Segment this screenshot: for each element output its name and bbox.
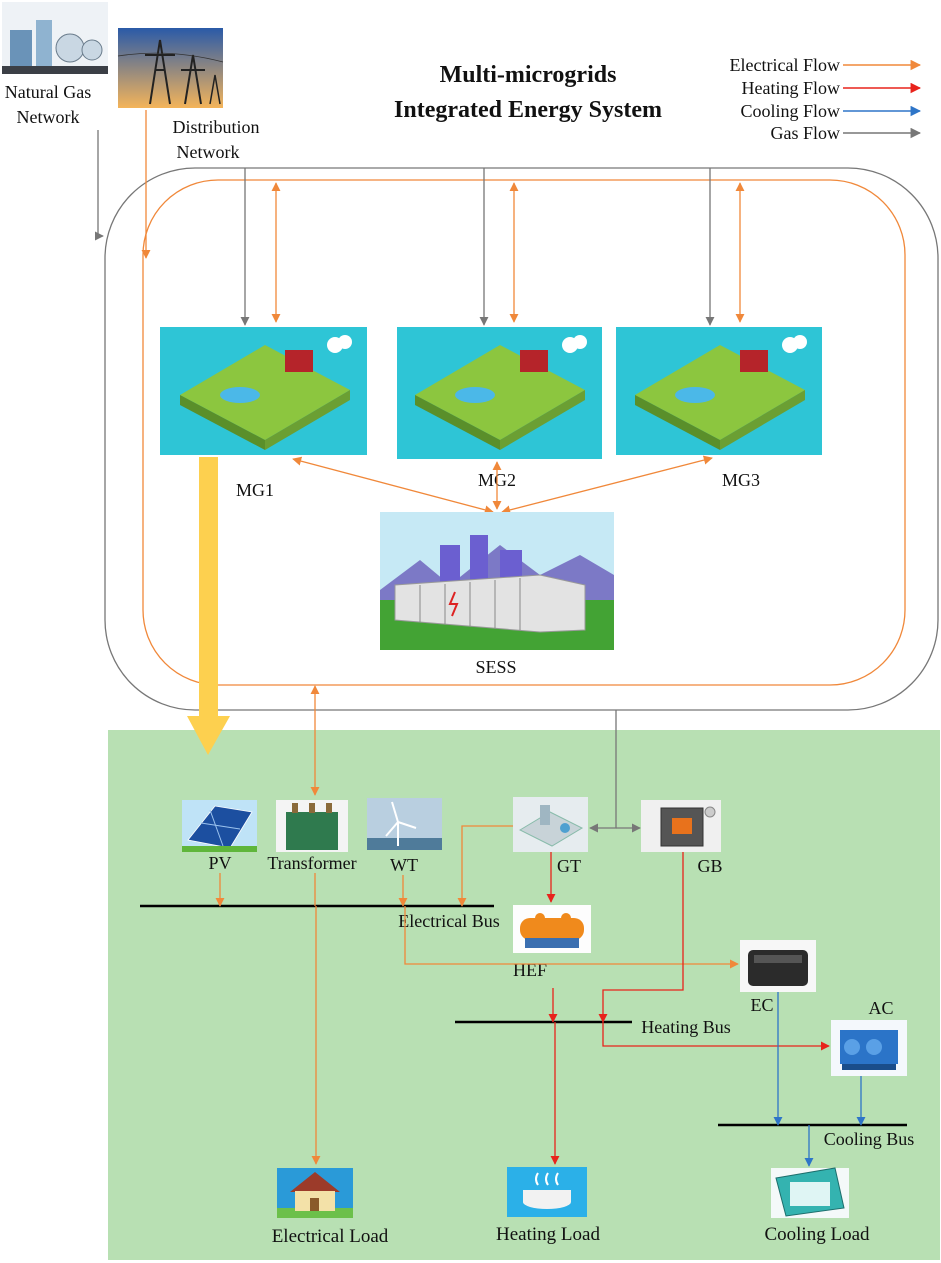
electrical-loop	[142, 179, 906, 686]
distribution-label-2: Network	[177, 142, 240, 162]
electrical-load-image	[277, 1168, 353, 1218]
legend-label-electrical: Electrical Flow	[730, 55, 840, 75]
bus-to-ec	[404, 906, 739, 969]
mg1-image	[160, 327, 367, 455]
electrical-bus-label: Electrical Bus	[398, 911, 499, 931]
electrical-load-label: Electrical Load	[272, 1226, 389, 1247]
natural-gas-label-2: Network	[17, 107, 80, 127]
gb-label: GB	[697, 856, 722, 876]
diagram-title-line1: Multi-microgrids	[440, 62, 617, 88]
gas-loop	[104, 167, 939, 711]
pv-label: PV	[208, 853, 231, 873]
mg3-image	[616, 327, 822, 455]
cooling-load-image	[771, 1167, 849, 1218]
legend-label-cooling: Cooling Flow	[740, 101, 840, 121]
heating-load-image	[507, 1167, 587, 1217]
diagram-title-line2: Integrated Energy System	[394, 97, 662, 123]
legend-label-heating: Heating Flow	[742, 78, 841, 98]
pv-image	[182, 800, 257, 852]
mg3-label: MG3	[722, 470, 760, 490]
mg1-label: MG1	[236, 480, 274, 500]
legend: Electrical Flow Heating Flow Cooling Flo…	[730, 55, 922, 143]
ec-label: EC	[750, 995, 773, 1015]
gas-source-feed	[94, 130, 104, 241]
sess-image	[380, 512, 614, 650]
transformer-image	[276, 800, 348, 852]
link-mg1-sess	[292, 456, 494, 515]
ac-label: AC	[868, 998, 893, 1018]
distribution-network-image	[117, 28, 224, 108]
link-mg3-sess	[501, 455, 713, 515]
cooling-bus-label: Cooling Bus	[824, 1129, 915, 1149]
gb-image	[641, 800, 721, 852]
legend-label-gas: Gas Flow	[770, 123, 840, 143]
gt-to-electrical-bus	[457, 825, 513, 907]
gt-label: GT	[557, 856, 581, 876]
gb-to-heating-bus	[598, 852, 684, 1023]
natural-gas-network-image	[2, 2, 108, 74]
hef-image	[513, 905, 591, 953]
heating-bus-label: Heating Bus	[641, 1017, 731, 1037]
heating-bus-to-ac	[602, 1022, 830, 1051]
hef-label: HEF	[513, 960, 547, 980]
natural-gas-label-1: Natural Gas	[5, 82, 91, 102]
gt-image	[513, 797, 588, 852]
mg2-image	[397, 327, 602, 459]
wt-image	[367, 798, 442, 850]
heating-load-label: Heating Load	[496, 1224, 600, 1245]
cooling-load-label: Cooling Load	[764, 1224, 870, 1245]
ec-image	[740, 940, 816, 992]
big-supply-arrow	[187, 457, 230, 755]
transformer-label: Transformer	[267, 853, 356, 873]
distribution-label-1: Distribution	[172, 117, 259, 137]
wt-label: WT	[390, 855, 418, 875]
sess-label: SESS	[475, 657, 516, 677]
ac-image	[831, 1020, 907, 1076]
